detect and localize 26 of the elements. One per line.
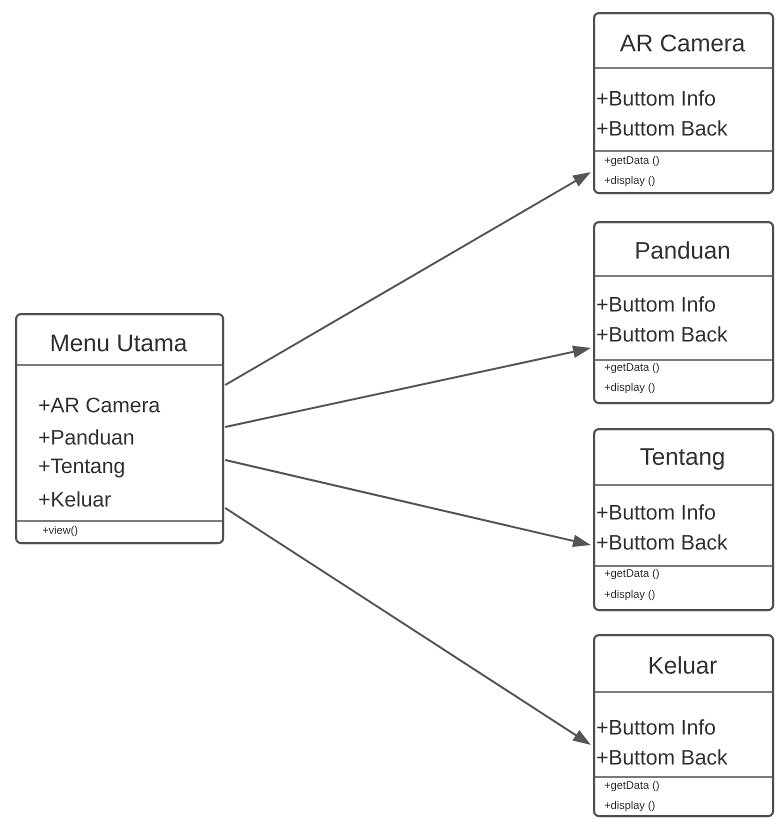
- class-name: AR Camera: [620, 34, 746, 52]
- method: +display (): [604, 800, 655, 812]
- class-name: Menu Utama: [52, 334, 188, 352]
- class-name: Keluar: [650, 656, 717, 674]
- attribute: +Buttom Back: [597, 534, 728, 550]
- class-name: Tentang: [640, 448, 724, 470]
- method: +view(): [42, 526, 78, 536]
- attribute: +Buttom Back: [597, 749, 728, 765]
- method: +getData (): [604, 156, 659, 166]
- attribute: +Buttom Info: [597, 90, 715, 106]
- method: +display (): [604, 382, 655, 394]
- attribute: +Buttom Info: [597, 504, 715, 520]
- attribute: +Panduan: [39, 429, 134, 445]
- attribute: +Buttom Back: [597, 120, 728, 136]
- method: +getData (): [604, 568, 659, 580]
- attribute: +Tentang: [39, 458, 124, 478]
- method: +getData (): [604, 362, 659, 374]
- method: +display (): [604, 176, 655, 186]
- attribute: +Buttom Info: [597, 296, 715, 312]
- method: +display (): [604, 590, 655, 600]
- method: +getData (): [604, 780, 659, 792]
- attribute: +Buttom Back: [597, 326, 728, 342]
- class-name: Panduan: [636, 241, 729, 259]
- attribute: +Buttom Info: [597, 719, 715, 735]
- attribute: +Keluar: [39, 491, 111, 507]
- attribute: +AR Camera: [39, 398, 160, 412]
